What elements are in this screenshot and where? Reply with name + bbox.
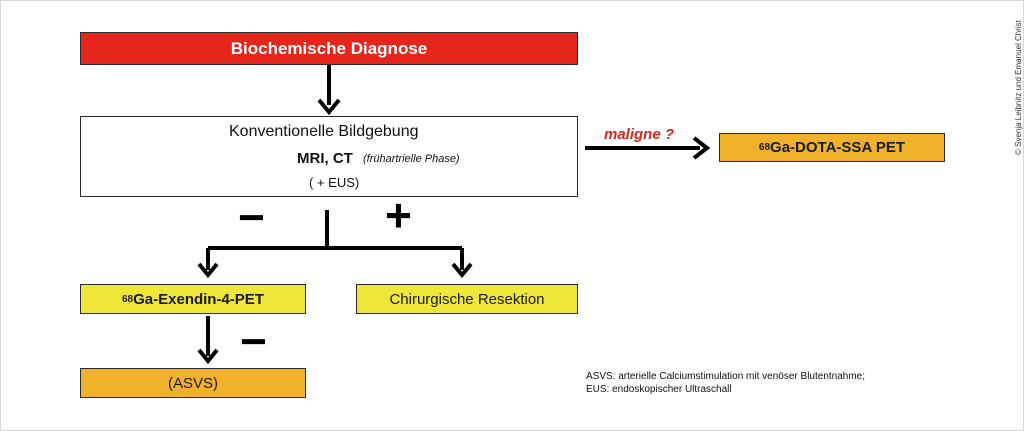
legend-eus: EUS: endoskopischer Ultraschall <box>586 384 732 395</box>
surgical-resection-label: Chirurgische Resektion <box>389 290 545 308</box>
imaging-title: Konventionelle Bildgebung <box>229 123 419 140</box>
legend: ASVS: arterielle Calciumstimulation mit … <box>586 370 865 396</box>
legend-asvs: ASVS: arterielle Calciumstimulation mit … <box>586 371 866 382</box>
node-asvs: (ASVS) <box>80 368 306 398</box>
arrowhead-split-to-exendin <box>197 262 219 279</box>
node-biochemical-diagnosis: Biochemische Diagnose <box>80 32 578 65</box>
arrowhead-imaging-to-dota <box>692 136 711 160</box>
exendin-pet-isotope: 68 <box>122 293 134 305</box>
imaging-eus: ( + EUS) <box>309 175 360 190</box>
edge-label-negative-lower: − <box>240 315 267 367</box>
arrowhead-split-to-resection <box>451 262 473 279</box>
imaging-modalities: MRI, CT <box>297 150 353 167</box>
node-conventional-imaging: Konventionelle Bildgebung MRI, CT (früha… <box>80 116 578 197</box>
node-surgical-resection: Chirurgische Resektion <box>356 284 578 314</box>
arrowhead-diagnosis-to-imaging <box>317 98 341 116</box>
dota-pet-isotope: 68 <box>758 142 771 153</box>
edge-label-maligne: maligne ? <box>604 126 675 143</box>
exendin-pet-label: Ga-Exendin-4-PET <box>133 290 264 308</box>
asvs-label: (ASVS) <box>167 374 218 392</box>
node-biochemical-diagnosis-label: Biochemische Diagnose <box>230 38 428 58</box>
arrowhead-exendin-to-asvs <box>197 348 219 365</box>
dota-pet-label: Ga-DOTA-SSA PET <box>770 139 906 156</box>
copyright-notice: © Svenja Leibnitz und Emanuel Christ <box>1014 20 1023 155</box>
edge-label-positive: + <box>385 189 412 241</box>
imaging-phase: (frühartrielle Phase) <box>363 153 460 165</box>
edge-label-negative: − <box>238 191 265 243</box>
